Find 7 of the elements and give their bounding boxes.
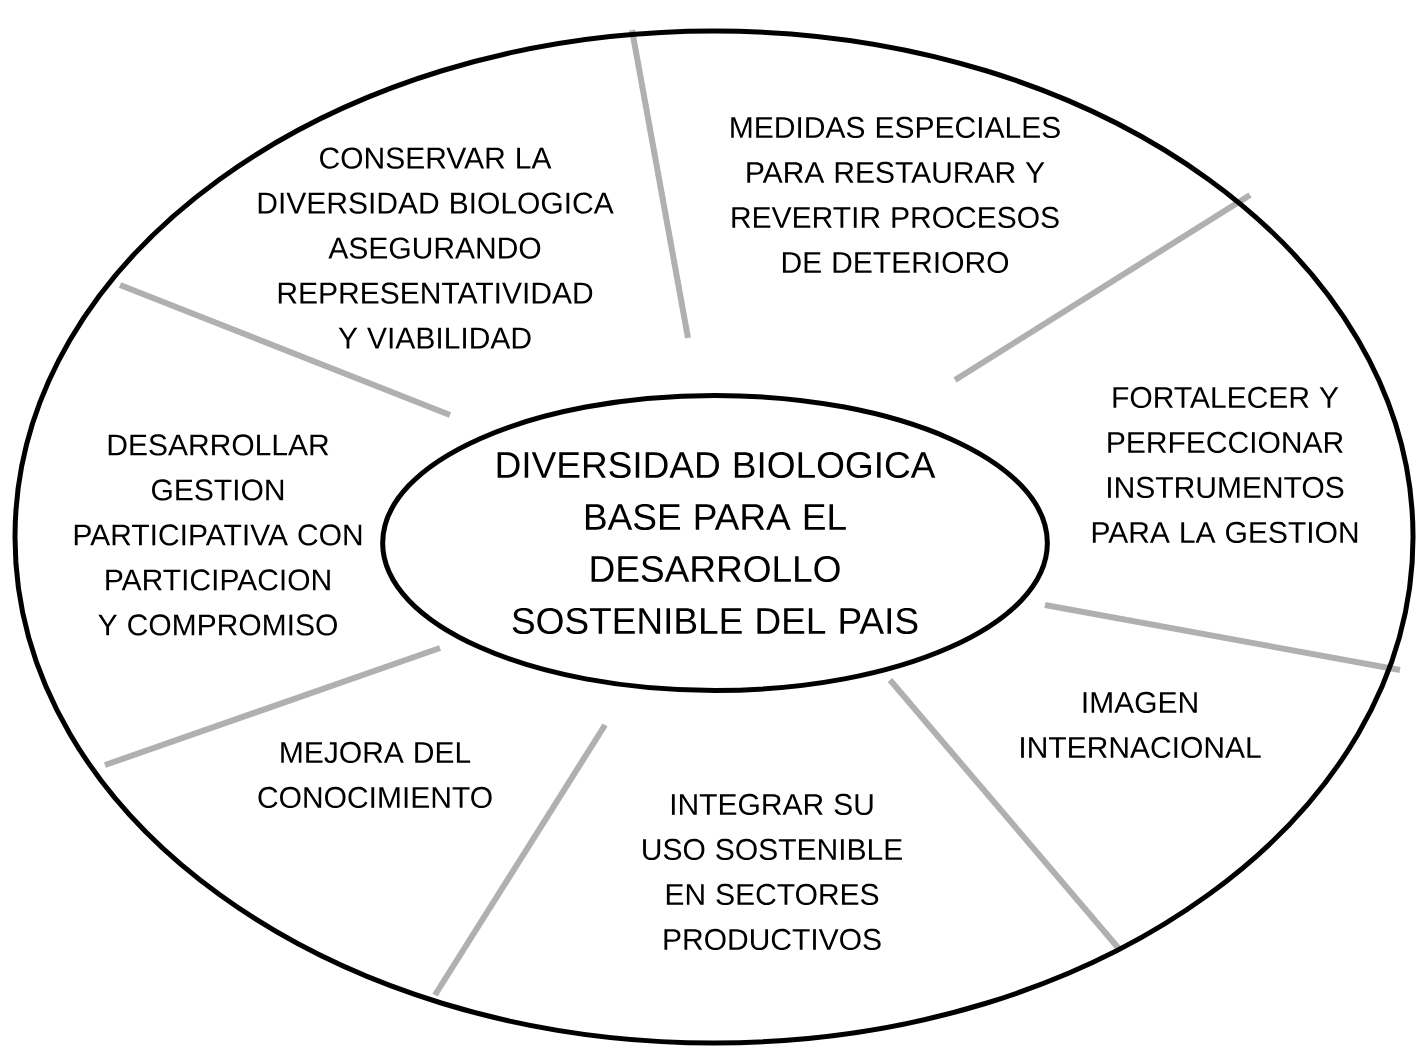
segment-label: CONSERVAR LA DIVERSIDAD BIOLOGICA ASEGURANDO REPRESENTATIVIDAD Y VIABILIDAD (258, 147, 614, 349)
segment-label: MEDIDAS ESPECIALES PARA RESTAURAR Y REVERTIR PROCESOS DE DETERIORO (731, 116, 1060, 274)
segment-label: INTEGRAR SU USO SOSTENIBLE EN SECTORES PRODUCTIVOS (643, 793, 902, 951)
segment-label: IMAGEN INTERNACIONAL (1021, 691, 1261, 759)
segment-label: FORTALECER Y PERFECCIONAR INSTRUMENTOS PARA LA GESTION (1092, 386, 1358, 544)
outer-ellipse (12, 28, 1416, 1046)
segment-label: MEJORA DEL CONOCIMIENTO (258, 741, 492, 809)
